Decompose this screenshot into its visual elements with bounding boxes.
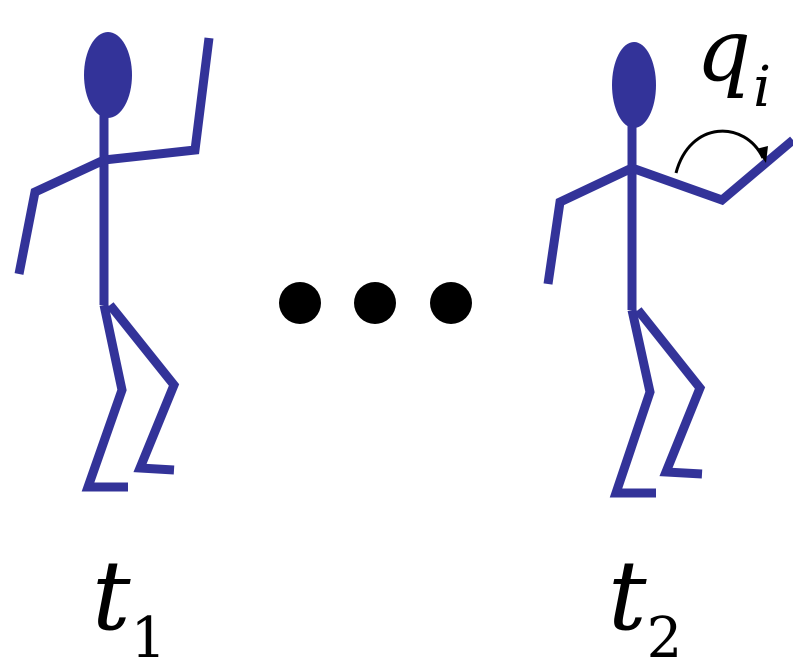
figure-head: [84, 32, 132, 118]
ellipsis-dot: [354, 282, 396, 324]
joint-angle-symbol: q: [696, 1, 752, 101]
stick-figure-t1: [14, 32, 214, 492]
time-subscript: 2: [646, 606, 683, 671]
diagram-canvas: [14, 32, 793, 498]
stick-figure-t2: [543, 42, 793, 498]
figure-head: [612, 42, 656, 128]
time-label-t1: t1: [92, 548, 166, 667]
time-symbol: t: [608, 540, 647, 652]
figure-left-leg: [609, 309, 656, 498]
joint-angle-arc: [674, 129, 765, 174]
figure-right-leg: [106, 302, 180, 475]
figure-right-leg: [634, 307, 706, 479]
arrowhead-icon: [756, 146, 768, 163]
figure-right-arm: [103, 37, 214, 165]
figure-left-arm: [543, 163, 634, 285]
ellipsis-dot: [430, 282, 472, 324]
time-subscript: 1: [130, 606, 167, 671]
joint-angle-label: qi: [696, 8, 771, 116]
time-symbol: t: [92, 540, 131, 652]
figure-left-arm: [14, 155, 106, 275]
figure-right-arm: [630, 136, 793, 206]
joint-angle-subscript: i: [753, 55, 771, 120]
ellipsis-dot: [279, 282, 321, 324]
figure-left-leg: [81, 304, 128, 492]
time-label-t2: t2: [608, 548, 682, 667]
motion-sequence-diagram: qi t1 t2: [14, 8, 793, 667]
ellipsis: [279, 282, 472, 324]
